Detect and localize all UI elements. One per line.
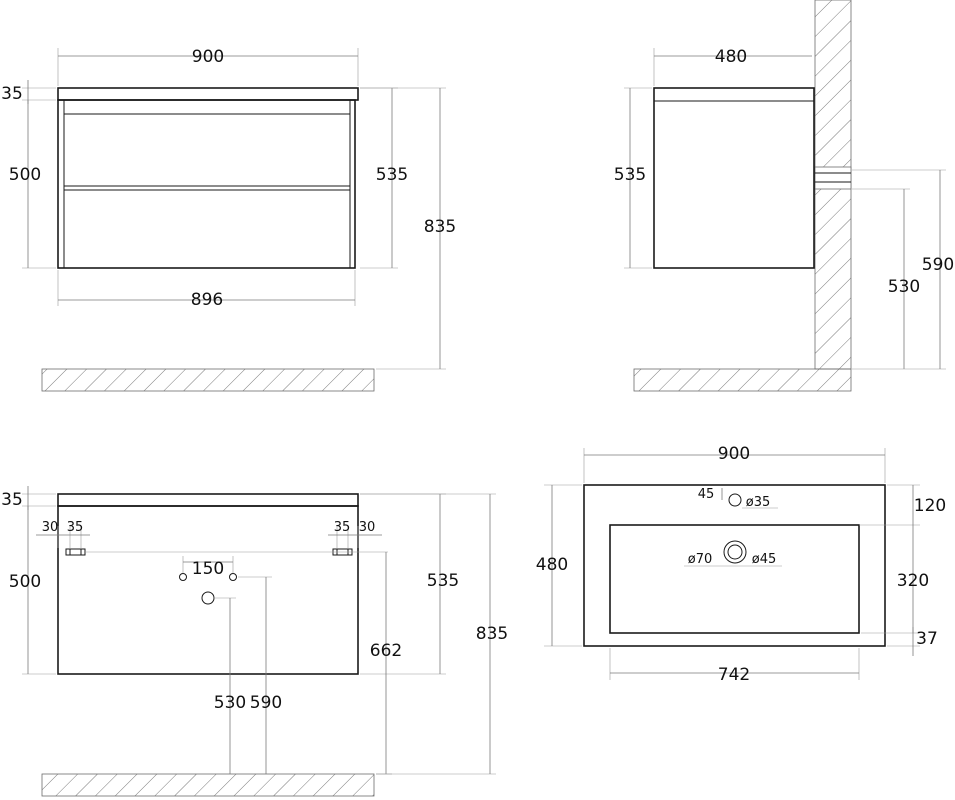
top-drain-inner bbox=[727, 544, 743, 560]
top-view: 900 480 45 ø35 ø70 ø45 120 320 37 742 bbox=[536, 444, 946, 685]
back-left-hanger bbox=[65, 548, 86, 556]
back-floor bbox=[41, 773, 375, 797]
front-total-height-label: 835 bbox=[424, 217, 456, 237]
back-offset-right-b-label: 30 bbox=[359, 520, 376, 535]
front-width-top-label: 900 bbox=[192, 47, 224, 67]
side-depth-label: 480 bbox=[715, 47, 747, 67]
top-tap-offset-label: 45 bbox=[698, 487, 715, 502]
side-mount-low-label: 530 bbox=[888, 277, 920, 297]
side-mount-high-label: 590 bbox=[922, 255, 954, 275]
front-width-bottom-label: 896 bbox=[191, 290, 223, 310]
front-countertop bbox=[57, 87, 359, 101]
side-floor bbox=[633, 368, 852, 392]
top-drain-inner-label: ø45 bbox=[752, 552, 777, 567]
back-total-height-label: 835 bbox=[476, 624, 508, 644]
back-hole-left bbox=[179, 573, 187, 581]
top-basin-width-label: 742 bbox=[718, 665, 750, 685]
back-cabinet-body bbox=[57, 505, 359, 675]
back-body-height-label: 500 bbox=[9, 572, 41, 592]
top-basin bbox=[609, 524, 860, 634]
back-hole-right bbox=[229, 573, 237, 581]
side-height-label: 535 bbox=[614, 165, 646, 185]
back-pipe-height-b-label: 590 bbox=[250, 693, 282, 713]
back-side-height-label: 535 bbox=[427, 571, 459, 591]
top-tap-hole bbox=[728, 493, 742, 507]
back-countertop bbox=[57, 493, 359, 507]
front-lower-drawer bbox=[63, 189, 351, 269]
front-side-height-label: 535 bbox=[376, 165, 408, 185]
top-basin-depth-label: 320 bbox=[897, 571, 929, 591]
back-hole-spacing-label: 150 bbox=[192, 559, 224, 579]
front-floor bbox=[41, 368, 375, 392]
front-upper-drawer bbox=[63, 113, 351, 187]
back-drain-height-label: 662 bbox=[370, 641, 402, 661]
back-view: 35 500 30 35 35 30 150 535 662 bbox=[1, 486, 508, 797]
back-offset-left-b-label: 35 bbox=[67, 520, 84, 535]
back-offset-left-a-label: 30 bbox=[42, 520, 59, 535]
top-countertop bbox=[583, 484, 886, 647]
back-top-thickness-label: 35 bbox=[1, 490, 23, 510]
top-drain-outer-label: ø70 bbox=[688, 552, 713, 567]
front-body-height-label: 500 bbox=[9, 165, 41, 185]
top-width-label: 900 bbox=[718, 444, 750, 464]
top-front-margin-label: 37 bbox=[916, 629, 938, 649]
top-drain-outer bbox=[723, 540, 747, 564]
side-view: 480 535 530 590 bbox=[614, 0, 954, 392]
side-cabinet bbox=[653, 87, 815, 269]
back-drain-hole bbox=[201, 591, 215, 605]
back-offset-right-a-label: 35 bbox=[334, 520, 351, 535]
front-cabinet-body bbox=[57, 99, 356, 269]
front-top-thickness-label: 35 bbox=[1, 84, 23, 104]
top-depth-label: 480 bbox=[536, 555, 568, 575]
back-pipe-height-a-label: 530 bbox=[214, 693, 246, 713]
top-rear-margin-label: 120 bbox=[914, 496, 946, 516]
top-tap-hole-label: ø35 bbox=[746, 495, 771, 510]
side-wall-bracket bbox=[814, 166, 852, 190]
front-view: 900 35 500 535 835 896 bbox=[1, 47, 456, 392]
